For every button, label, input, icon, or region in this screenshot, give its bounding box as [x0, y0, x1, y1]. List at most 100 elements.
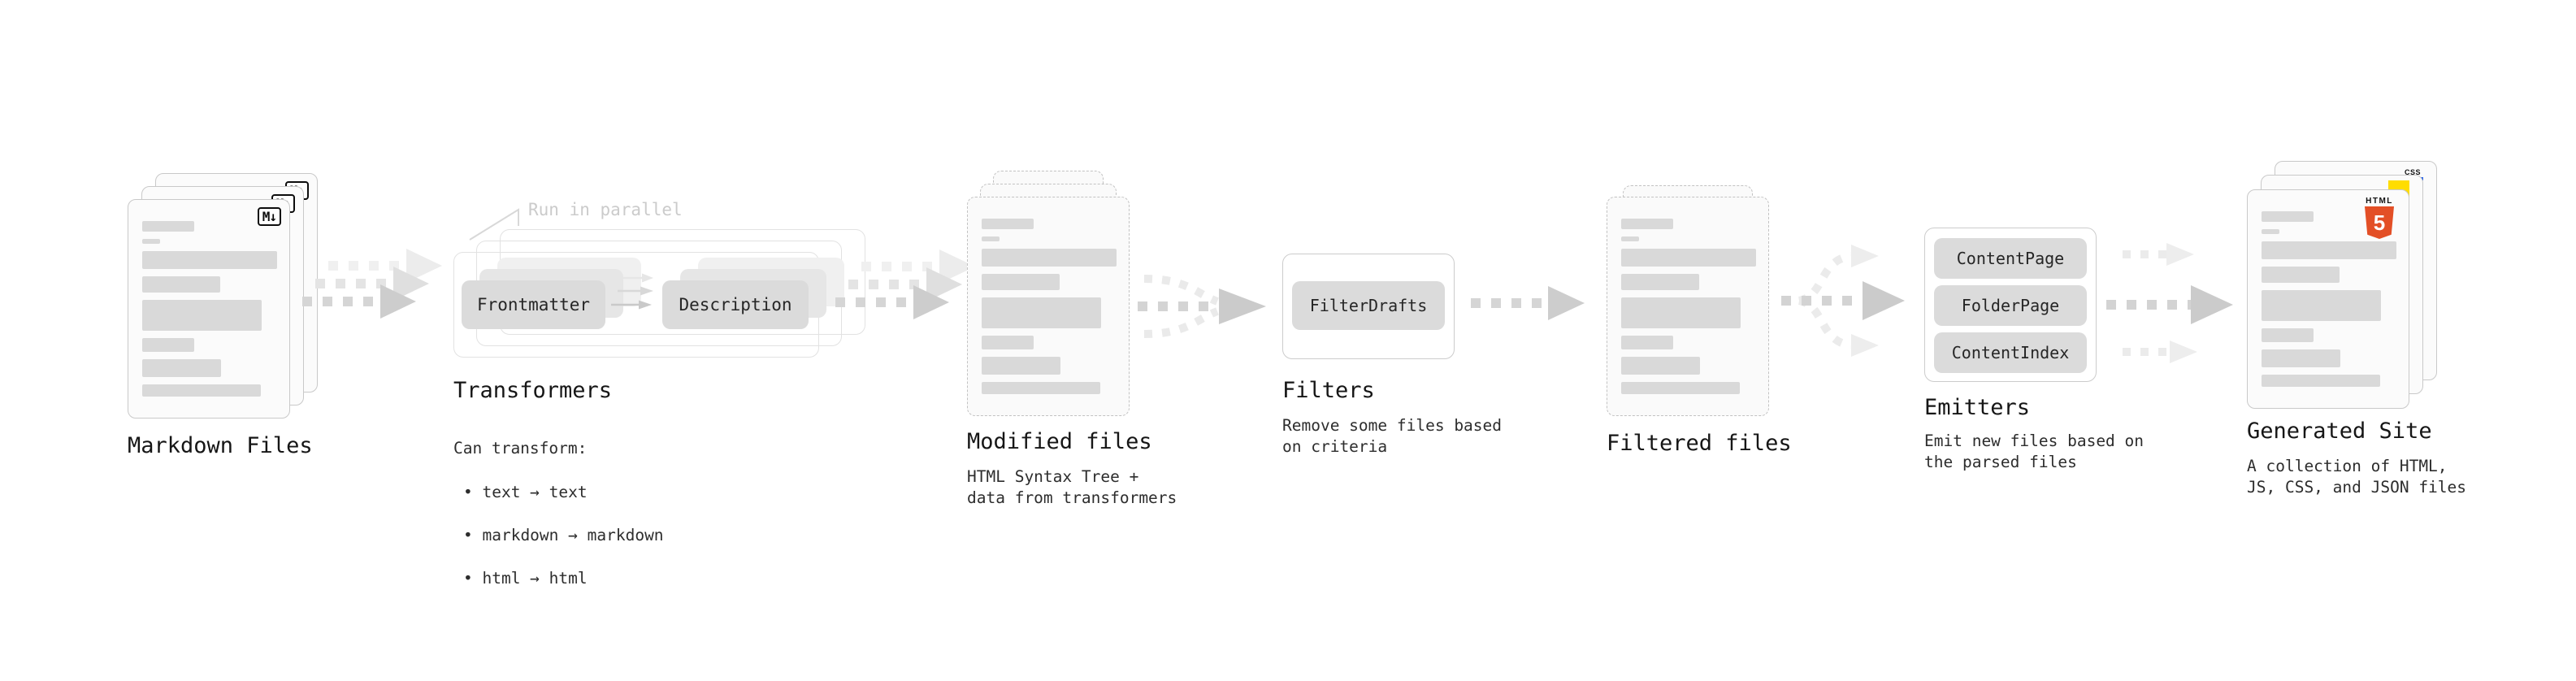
skeleton-line [2262, 229, 2279, 234]
skeleton-line [142, 384, 261, 397]
skeleton-line [2262, 328, 2314, 342]
transformers-graphic: Run in parallel Frontmatter Description [453, 200, 868, 359]
skeleton-line [1621, 274, 1699, 290]
arrow-layer-front [302, 284, 416, 319]
emitters-box: ContentPage FolderPage ContentIndex [1924, 228, 2097, 382]
arrow-layer-back [328, 249, 442, 283]
mini-arrow-top [622, 273, 653, 283]
css-icon-word: CSS [2404, 168, 2421, 176]
skeleton-line [1621, 357, 1700, 375]
skeleton-line [142, 359, 221, 377]
emitters-label: Emitters [1924, 395, 2031, 420]
transform-item: html → html [463, 567, 664, 589]
run-in-parallel-annotation: Run in parallel [528, 200, 683, 219]
generated-site-description: A collection of HTML, JS, CSS, and JSON … [2247, 457, 2467, 497]
skeleton-line [982, 274, 1060, 290]
modified-files-description: HTML Syntax Tree + data from transformer… [967, 467, 1177, 507]
skeleton-line [1621, 382, 1740, 394]
skeleton-line [982, 249, 1117, 267]
parallel-bottom [2123, 340, 2197, 363]
skeleton-line [1621, 236, 1639, 241]
annotation-leader-line [469, 208, 519, 241]
filters-box: FilterDrafts [1282, 254, 1455, 359]
markdown-files-stack: M↓ M↓ M↓ [128, 173, 323, 421]
skeleton-line [142, 251, 277, 269]
html5-icon-word: HTML [2366, 197, 2393, 206]
html5-icon: HTML 5 [2360, 197, 2399, 239]
modified-file-page-front [967, 197, 1130, 416]
generated-site-label: Generated Site [2247, 419, 2432, 444]
merge-curve-top [1143, 275, 1219, 306]
arrow-filtered-to-emitters-fanout [1781, 245, 1905, 357]
skeleton-line [982, 357, 1060, 375]
frontmatter-transformer-pill: Frontmatter [462, 280, 605, 329]
filtered-files-stack [1607, 185, 1772, 421]
skeleton-line [982, 382, 1100, 394]
skeleton-line [2262, 241, 2396, 259]
fanout-middle [1781, 281, 1905, 320]
skeleton-line [2262, 267, 2340, 283]
folder-page-pill: FolderPage [1934, 285, 2087, 326]
skeleton-line [982, 236, 1000, 241]
document-content [968, 197, 1129, 394]
document-content [2248, 190, 2409, 387]
emitters-description: Emit new files based on the parsed files [1924, 432, 2144, 471]
can-transform-title: Can transform: [453, 439, 588, 458]
skeleton-line [142, 239, 160, 244]
skeleton-line [2262, 375, 2380, 387]
skeleton-line [2262, 349, 2340, 367]
parallel-middle [2106, 285, 2233, 324]
arrow-emitters-to-generated [2106, 243, 2233, 363]
arrow-layer-middle [315, 267, 429, 301]
description-transformer-pill: Description [662, 280, 809, 329]
filter-drafts-pill: FilterDrafts [1292, 281, 1445, 330]
modified-files-label: Modified files [967, 429, 1152, 454]
document-content [1607, 197, 1768, 394]
filtered-files-label: Filtered files [1607, 431, 1792, 456]
arrow-modified-to-filters-merge [1138, 275, 1266, 338]
filters-label: Filters [1282, 378, 1375, 403]
document-content [128, 200, 289, 397]
arrow-layer-back [861, 249, 975, 284]
content-page-pill: ContentPage [1934, 238, 2087, 279]
arrow-layer-front [835, 285, 949, 319]
modified-files-stack [967, 171, 1133, 419]
generated-site-stack: CSS HTML 5 [2247, 161, 2442, 413]
parallel-arrows [611, 273, 653, 310]
skeleton-line [142, 276, 220, 293]
skeleton-line [2262, 290, 2381, 321]
transformer-boxes: Frontmatter Description [453, 229, 868, 358]
skeleton-line [982, 336, 1034, 349]
markdown-file-page-front: M↓ [128, 199, 290, 419]
arrow-filters-to-filtered [1471, 286, 1585, 320]
skeleton-line [1621, 297, 1741, 328]
arrow-layer-middle [848, 267, 962, 301]
skeleton-line [1621, 249, 1756, 267]
content-index-pill: ContentIndex [1934, 332, 2087, 373]
skeleton-line [1621, 219, 1673, 229]
skeleton-line [142, 300, 262, 331]
transformers-description: Can transform: text → text markdown → ma… [453, 417, 664, 631]
skeleton-line [982, 219, 1034, 229]
markdown-files-label: Markdown Files [128, 433, 313, 458]
skeleton-line [142, 221, 194, 232]
arrow-markdown-to-transformers [302, 249, 442, 319]
skeleton-line [2262, 211, 2314, 222]
markdown-icon: M↓ [257, 207, 281, 226]
merge-curve-bottom [1143, 307, 1219, 338]
arrow-transformers-to-modified [835, 249, 975, 319]
filters-description: Remove some files based on criteria [1282, 416, 1503, 456]
transformers-label: Transformers [453, 378, 613, 403]
parallel-top [2123, 243, 2194, 266]
filtered-file-page-front [1607, 197, 1769, 416]
html5-icon-shield: 5 [2365, 206, 2394, 239]
merge-arrowhead [1219, 288, 1266, 324]
transform-item: text → text [463, 481, 664, 503]
skeleton-line [142, 338, 194, 352]
mini-arrow-middle [618, 286, 653, 296]
skeleton-line [982, 297, 1101, 328]
transform-list: text → text markdown → markdown html → h… [453, 460, 664, 610]
skeleton-line [1621, 336, 1673, 349]
mini-arrow-bottom [611, 300, 652, 310]
